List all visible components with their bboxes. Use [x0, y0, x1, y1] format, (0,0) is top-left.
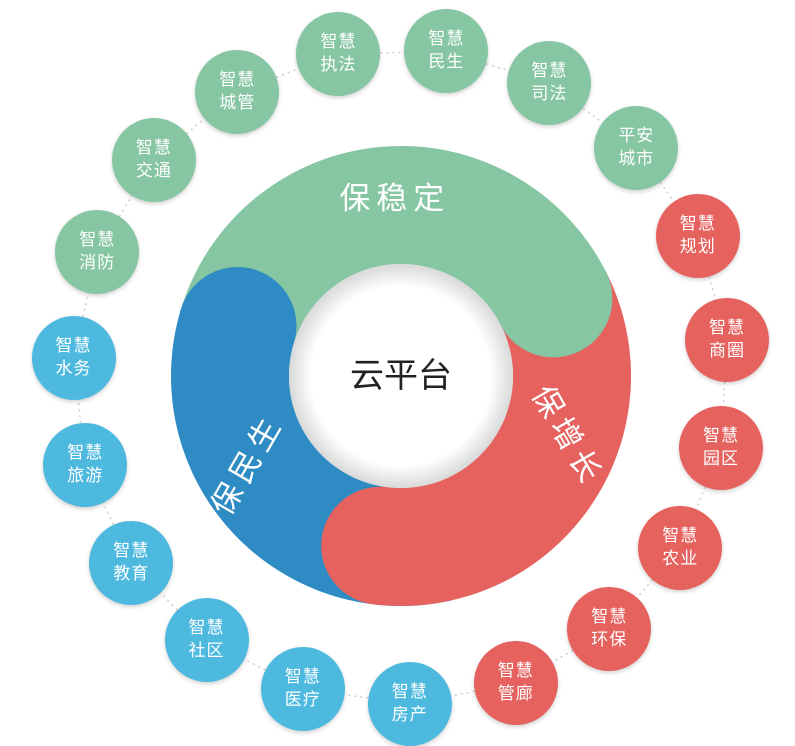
node-7[interactable]: 智慧农业 [638, 506, 723, 591]
node-label-line1: 智慧 [679, 214, 716, 235]
node-15[interactable]: 智慧水务 [31, 315, 116, 400]
node-label-line2: 民生 [428, 52, 465, 73]
segment-cap-livelihood [178, 267, 297, 386]
node-label-line2: 司法 [531, 84, 568, 105]
node-2[interactable]: 智慧司法 [507, 41, 592, 126]
node-label-line2: 医疗 [284, 689, 321, 710]
node-label-line1: 智慧 [391, 681, 428, 702]
node-label-line2: 教育 [113, 563, 150, 584]
node-4[interactable]: 智慧规划 [655, 194, 740, 279]
node-label-line1: 智慧 [497, 661, 534, 682]
node-label-line1: 平安 [618, 125, 655, 146]
node-label-line1: 智慧 [702, 426, 739, 447]
node-label-line1: 智慧 [55, 335, 92, 356]
node-label-line2: 消防 [79, 253, 116, 274]
node-8[interactable]: 智慧环保 [567, 587, 652, 672]
center-hole [289, 264, 513, 488]
node-label-line1: 智慧 [67, 442, 104, 463]
node-label-line1: 智慧 [662, 526, 699, 547]
node-1[interactable]: 智慧民生 [404, 9, 489, 94]
node-label-line1: 智慧 [284, 666, 321, 687]
segment-label-stability: 保稳定 [339, 181, 450, 217]
node-label-line1: 智慧 [113, 540, 150, 561]
node-label-line1: 智慧 [219, 69, 256, 90]
node-label-line2: 水务 [55, 358, 92, 379]
node-label-line2: 城市 [618, 148, 655, 169]
node-label-line2: 旅游 [67, 465, 104, 486]
node-label-line2: 环保 [591, 630, 628, 651]
node-label-line1: 智慧 [79, 230, 116, 251]
node-label-line1: 智慧 [320, 32, 357, 53]
node-label-line1: 智慧 [188, 618, 225, 639]
segment-cap-growth [321, 486, 440, 605]
node-3[interactable]: 平安城市 [594, 105, 679, 190]
node-label-line2: 社区 [188, 641, 225, 662]
node-label-line2: 商圈 [709, 341, 746, 362]
node-10[interactable]: 智慧房产 [367, 661, 452, 746]
node-17[interactable]: 智慧交通 [111, 118, 196, 203]
node-label-line1: 智慧 [135, 138, 172, 159]
node-14[interactable]: 智慧旅游 [43, 422, 128, 507]
node-16[interactable]: 智慧消防 [55, 210, 140, 295]
center-label: 云平台 [350, 356, 452, 396]
segment-cap-stability [494, 239, 613, 358]
node-label-line2: 交通 [135, 161, 172, 182]
node-11[interactable]: 智慧医疗 [260, 646, 345, 731]
node-18[interactable]: 智慧城管 [195, 49, 280, 134]
node-label-line1: 智慧 [428, 29, 465, 50]
node-9[interactable]: 智慧管廊 [473, 641, 558, 726]
node-6[interactable]: 智慧园区 [678, 406, 763, 491]
node-label-line2: 农业 [662, 549, 699, 570]
node-label-line1: 智慧 [591, 607, 628, 628]
node-label-line1: 智慧 [709, 318, 746, 339]
node-label-line2: 规划 [679, 237, 716, 258]
node-0[interactable]: 智慧执法 [296, 12, 381, 97]
node-label-line2: 管廊 [497, 684, 534, 705]
node-label-line2: 园区 [702, 449, 739, 470]
node-5[interactable]: 智慧商圈 [685, 298, 770, 383]
node-12[interactable]: 智慧社区 [164, 598, 249, 683]
node-label-line2: 城管 [219, 92, 256, 113]
node-label-line2: 执法 [320, 55, 357, 76]
node-label-line2: 房产 [391, 704, 428, 725]
node-13[interactable]: 智慧教育 [89, 520, 174, 605]
node-label-line1: 智慧 [531, 61, 568, 82]
